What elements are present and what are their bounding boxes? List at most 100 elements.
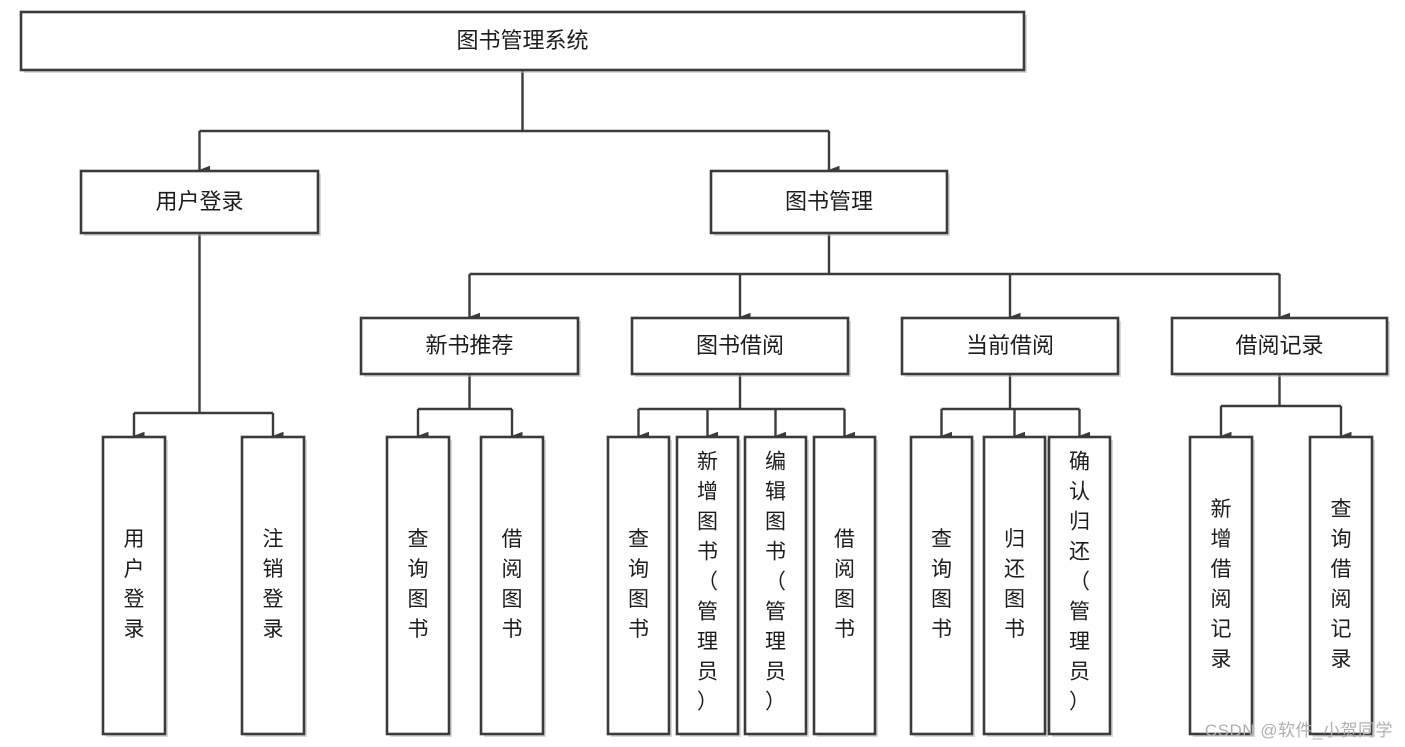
node-new-book-recommend[interactable]: 新书推荐	[359, 316, 581, 377]
node-label-char: 编	[765, 451, 786, 474]
node-label-char: 查	[931, 528, 952, 551]
node-label-char: 查	[408, 528, 429, 551]
node-box[interactable]	[982, 435, 1047, 736]
node-label-char: 书	[1004, 618, 1025, 641]
node-label-char: 查	[628, 528, 649, 551]
connector-layer	[132, 70, 1352, 441]
node-label-char: 理	[1069, 631, 1090, 654]
node-current-borrow[interactable]: 当前借阅	[900, 316, 1121, 377]
node-label-char: 记	[1331, 618, 1352, 641]
node-label-char: 书	[697, 541, 718, 564]
node-box[interactable]	[385, 435, 451, 736]
node-box[interactable]	[1308, 435, 1374, 736]
node-label-char: 阅	[1211, 588, 1232, 611]
node-box[interactable]	[606, 435, 671, 736]
node-label-char: 图	[697, 511, 718, 534]
node-label-char: 销	[263, 558, 284, 581]
node-box[interactable]	[709, 169, 949, 235]
node-label-char: 归	[1004, 528, 1025, 551]
node-label-char: 询	[931, 558, 952, 581]
node-box[interactable]	[900, 316, 1120, 376]
node-label-char: 归	[1069, 511, 1090, 534]
node-label-char: 书	[502, 618, 523, 641]
node-label-char: 录	[1331, 648, 1352, 671]
node-box[interactable]	[812, 435, 877, 736]
node-label-char: 图	[502, 588, 523, 611]
node-box[interactable]	[79, 169, 320, 235]
node-label-char: ）	[1069, 691, 1090, 714]
node-label-char: （	[697, 571, 718, 594]
node-box[interactable]	[1170, 316, 1389, 376]
node-label-char: 借	[1331, 558, 1352, 581]
node-box[interactable]	[630, 316, 850, 376]
node-label-char: 查	[1331, 498, 1352, 521]
node-label-char: 阅	[502, 558, 523, 581]
node-box[interactable]	[101, 435, 167, 736]
node-label-char: 图	[765, 511, 786, 534]
node-label-char: 增	[697, 481, 718, 504]
node-box[interactable]	[1188, 435, 1254, 736]
node-label-char: 书	[408, 618, 429, 641]
node-leaf-user-login[interactable]: 用户登录	[101, 435, 168, 737]
node-label: 图书借阅	[696, 333, 784, 358]
node-label-char: 登	[124, 588, 145, 611]
node-label-char: 管	[1069, 601, 1090, 624]
node-label-char: 借	[1211, 558, 1232, 581]
node-label-char: 图	[628, 588, 649, 611]
node-book-borrow[interactable]: 图书借阅	[630, 316, 851, 377]
node-box[interactable]	[1047, 435, 1112, 736]
node-label-char: （	[1069, 571, 1090, 594]
node-label-char: 确	[1069, 451, 1090, 474]
node-box[interactable]	[479, 435, 545, 736]
node-label-char: 录	[1211, 648, 1232, 671]
node-label-char: 图	[408, 588, 429, 611]
node-label-char: 增	[1211, 528, 1232, 551]
node-root-图书管理系统[interactable]: 图书管理系统	[19, 10, 1027, 73]
node-label-char: 还	[1069, 541, 1090, 564]
node-label: 新书推荐	[425, 333, 513, 358]
node-user-login[interactable]: 用户登录	[79, 169, 321, 236]
node-label-char: 新	[1211, 498, 1232, 521]
node-box[interactable]	[675, 435, 740, 736]
node-label-char: 理	[765, 631, 786, 654]
node-label-char: 登	[263, 588, 284, 611]
node-label-char: 书	[628, 618, 649, 641]
node-layer: 图书管理系统用户登录图书管理新书推荐图书借阅当前借阅借阅记录用户登录注销登录查询…	[19, 10, 1390, 737]
node-label-char: ）	[697, 691, 718, 714]
node-book-management[interactable]: 图书管理	[709, 169, 950, 236]
node-label-char: 借	[834, 528, 855, 551]
node-label-char: 员	[765, 661, 786, 684]
node-label-char: 阅	[834, 558, 855, 581]
node-label-char: 记	[1211, 618, 1232, 641]
node-label-char: 询	[1331, 528, 1352, 551]
node-box[interactable]	[19, 10, 1026, 72]
node-box[interactable]	[359, 316, 580, 376]
node-box[interactable]	[743, 435, 808, 736]
watermark-text: CSDN @软件_小贺同学	[1204, 721, 1393, 740]
node-label-char: 还	[1004, 558, 1025, 581]
node-label-char: 用	[124, 528, 145, 551]
node-label-char: 辑	[765, 481, 786, 504]
node-label-char: 图	[834, 588, 855, 611]
node-label-char: 图	[931, 588, 952, 611]
node-label-char: 阅	[1331, 588, 1352, 611]
node-box[interactable]	[909, 435, 974, 736]
node-borrow-record[interactable]: 借阅记录	[1170, 316, 1390, 377]
node-label-char: ）	[765, 691, 786, 714]
node-label-char: 借	[502, 528, 523, 551]
node-box[interactable]	[240, 435, 306, 736]
